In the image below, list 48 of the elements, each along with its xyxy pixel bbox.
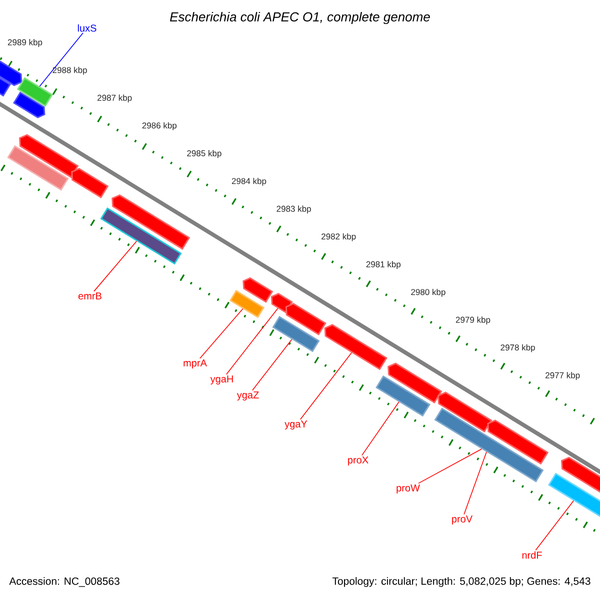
leader-line — [300, 352, 352, 420]
leader-line — [535, 500, 574, 551]
leader-line — [362, 402, 400, 456]
gene-block — [112, 194, 190, 250]
gene-label: ygaH — [210, 376, 233, 384]
scale-label: 2981 kbp — [366, 261, 401, 269]
gene-block — [487, 420, 549, 465]
scale-label: 2988 kbp — [52, 66, 87, 75]
scale-label: 2980 kbp — [411, 288, 446, 297]
summary-text: Topology: circular; Length: 5,082,025 bp; Genes: 4,543 — [332, 577, 590, 587]
gene-block — [12, 92, 46, 118]
scale-label: 2989 kbp — [8, 39, 42, 47]
scale-label: 2982 kbp — [322, 233, 356, 242]
leader-line — [39, 32, 84, 87]
gene-block — [388, 362, 442, 404]
gene-label: proW — [396, 484, 420, 494]
leader-line — [418, 448, 482, 484]
scale-label: 2978 kbp — [500, 344, 535, 352]
gene-block — [71, 168, 109, 198]
gene-block — [0, 76, 12, 97]
gene-label: emrB — [78, 292, 102, 300]
accession-text: Accession: NC_008563 — [9, 577, 120, 587]
leader-line — [200, 308, 244, 359]
leader-line — [226, 308, 278, 375]
gene-label: proX — [348, 456, 368, 466]
gene-label: mprA — [184, 360, 207, 368]
gene-label: ygaZ — [236, 392, 259, 400]
leader-line — [464, 452, 487, 515]
scale-label: 2977 kbp — [546, 372, 580, 380]
gene-block — [285, 302, 326, 336]
gene-label: proV — [452, 516, 473, 524]
gene-block — [560, 456, 600, 494]
gene-block — [438, 392, 492, 433]
scale-label: 2983 kbp — [276, 206, 311, 214]
leader-line — [252, 338, 292, 391]
scale-label: 2979 kbp — [456, 316, 490, 324]
scale-label: 2984 kbp — [232, 178, 266, 186]
gene-block — [324, 324, 388, 370]
scale-label: 2987 kbp — [98, 94, 132, 102]
scale-label: 2986 kbp — [142, 122, 177, 130]
gene-block — [242, 277, 274, 303]
gene-label: ygaY — [284, 420, 308, 430]
leader-line — [94, 240, 137, 292]
scale-label: 2985 kbp — [187, 150, 222, 158]
gene-block — [19, 134, 79, 178]
title: Escherichia coli APEC O1, complete genome — [170, 12, 430, 24]
gene-label: nrdF — [522, 551, 542, 559]
gene-label: luxS — [78, 24, 96, 32]
